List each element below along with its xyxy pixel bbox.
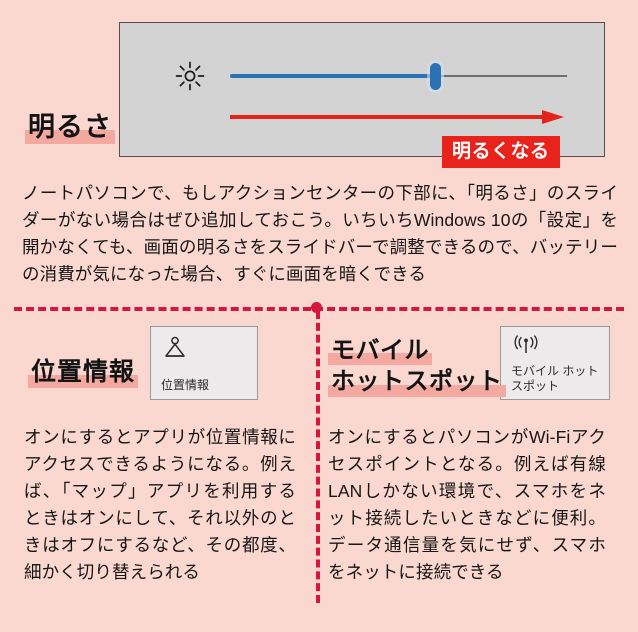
vertical-divider [316,311,320,603]
annotation-callout-label: 明るくなる [442,136,560,168]
brightness-slider[interactable] [230,63,567,90]
location-section-heading: 位置情報 [27,358,139,388]
hotspot-heading-line1: モバイル [328,337,432,366]
quick-action-tile-hotspot[interactable]: モバイル ホットスポット [500,326,610,400]
location-section-body: オンにするとアプリが位置情報にアクセスできるようになる。例えば、「マップ」アプリ… [24,427,296,582]
annotation-arrow-icon [230,110,567,124]
tile-label-location: 位置情報 [161,378,210,392]
brightness-section-body: ノートパソコンで、もしアクションセンターの下部に、「明るさ」のスライダーがない場… [22,183,618,284]
hotspot-section-heading: モバイル ホットスポット [328,337,505,397]
annotation-arrow-head [542,110,564,124]
broadcast-wifi-icon [511,335,541,362]
slider-thumb[interactable] [430,63,441,90]
divider-junction-dot [311,302,322,313]
brightness-section-heading: 明るさ [25,112,115,144]
location-person-icon [161,335,189,368]
tile-label-hotspot: モバイル ホットスポット [511,364,599,393]
hotspot-section-body: オンにするとパソコンがWi-Fiアクセスポイントとなる。例えば有線LANしかない… [328,427,606,582]
quick-action-tile-location[interactable]: 位置情報 [150,326,258,400]
brightness-screenshot-panel: 明るくなる [119,22,605,168]
brightness-heading-text: 明るさ [25,112,115,144]
slider-track-remaining [436,75,567,77]
location-heading-text: 位置情報 [27,358,139,388]
slider-track-filled [230,74,436,78]
annotation-arrow-line [230,115,548,119]
hotspot-heading-line2: ホットスポット [328,368,505,397]
sun-icon [175,61,205,91]
